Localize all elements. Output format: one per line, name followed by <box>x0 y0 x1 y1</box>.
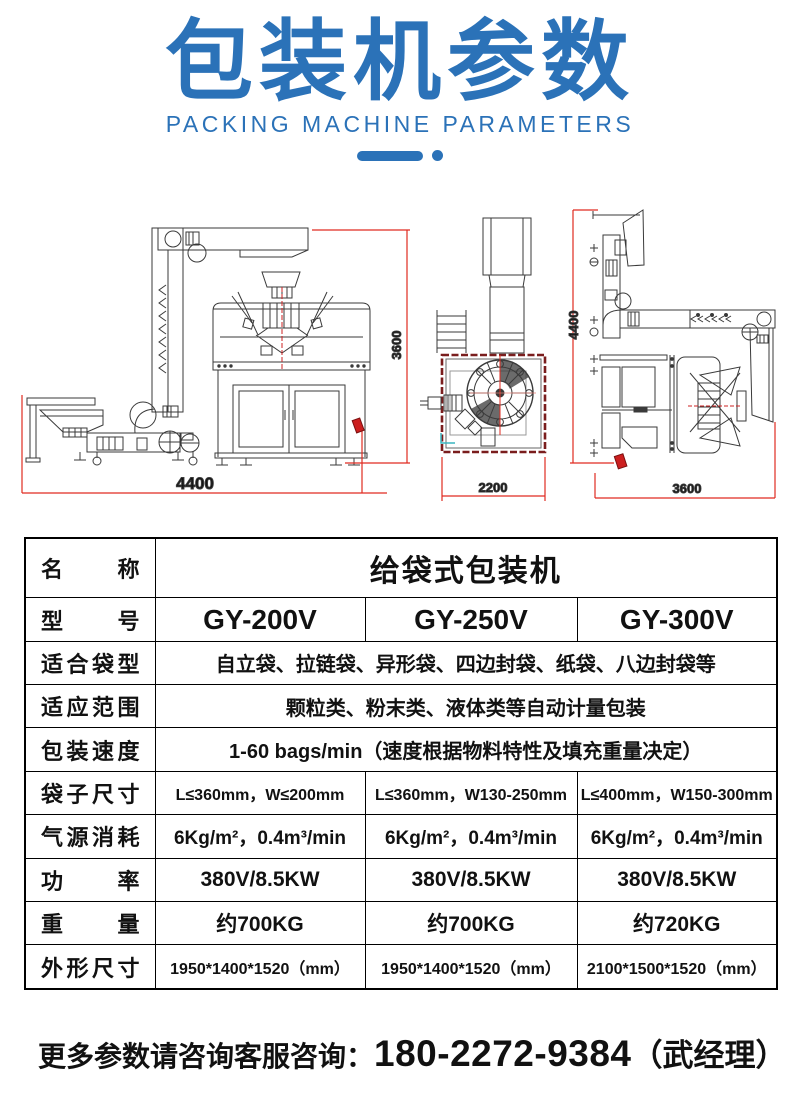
row-label: 适合袋型 <box>41 651 140 677</box>
row-label: 包装速度 <box>41 738 140 764</box>
air-3: 6Kg/m²，0.4m³/min <box>576 814 778 859</box>
table-row-weight: 重量 约700KG 约700KG 约720KG <box>24 901 778 946</box>
front-view-drawing <box>25 227 371 466</box>
front-view-dimension-lines <box>21 229 410 494</box>
table-row-air: 气源消耗 6Kg/m²，0.4m³/min 6Kg/m²，0.4m³/min 6… <box>24 814 778 859</box>
dim-1: 1950*1400*1520（mm） <box>154 944 366 990</box>
header: 包装机参数 PACKING MACHINE PARAMETERS <box>0 12 800 162</box>
speed-value: 1-60 bags/min（速度根据物料特性及填充重量决定） <box>154 727 778 772</box>
page-subtitle: PACKING MACHINE PARAMETERS <box>165 111 635 138</box>
technical-drawings: 4400 3600 <box>0 195 800 535</box>
row-label: 气源消耗 <box>41 825 140 851</box>
air-2: 6Kg/m²，0.4m³/min <box>364 814 578 859</box>
table-row-name: 名称 给袋式包装机 <box>24 537 778 599</box>
table-row-model: 型号 GY-200V GY-250V GY-300V <box>24 597 778 642</box>
dash-icon <box>357 150 423 161</box>
dim-3: 2100*1500*1520（mm） <box>576 944 778 990</box>
red-foot-mark <box>613 453 628 470</box>
table-row-bag-size: 袋子尺寸 L≤360mm，W≤200mm L≤360mm，W130-250mm … <box>24 770 778 816</box>
row-label: 外形尺寸 <box>41 955 140 981</box>
power-3: 380V/8.5KW <box>576 857 778 903</box>
side-view-dimension-lines <box>570 209 776 499</box>
table-row-power: 功率 380V/8.5KW 380V/8.5KW 380V/8.5KW <box>24 857 778 903</box>
model-gy200v: GY-200V <box>154 597 366 642</box>
machine-name-value: 给袋式包装机 <box>154 537 778 599</box>
weight-2: 约700KG <box>364 901 578 946</box>
model-gy250v: GY-250V <box>364 597 578 642</box>
table-row-speed: 包装速度 1-60 bags/min（速度根据物料特性及填充重量决定） <box>24 727 778 772</box>
row-label: 功率 <box>41 868 140 894</box>
power-1: 380V/8.5KW <box>154 857 366 903</box>
row-label: 重量 <box>41 912 140 938</box>
spec-table: 名称 给袋式包装机 型号 GY-200V GY-250V GY-300V 适合袋… <box>24 537 778 990</box>
title-underline-decoration <box>0 150 800 162</box>
red-handle-mark <box>351 417 365 434</box>
top-view-width-dim: 2200 <box>479 480 508 495</box>
row-label: 名称 <box>41 557 140 583</box>
air-1: 6Kg/m²，0.4m³/min <box>154 814 366 859</box>
bag-size-2: L≤360mm，W130-250mm <box>364 770 578 816</box>
dot-icon <box>432 150 443 162</box>
bag-types-value: 自立袋、拉链袋、异形袋、四边封袋、纸袋、八边封袋等 <box>154 640 778 686</box>
table-row-application: 适应范围 颗粒类、粉末类、液体类等自动计量包装 <box>24 684 778 729</box>
table-row-dimensions: 外形尺寸 1950*1400*1520（mm） 1950*1400*1520（m… <box>24 944 778 990</box>
power-2: 380V/8.5KW <box>364 857 578 903</box>
weight-1: 约700KG <box>154 901 366 946</box>
bag-size-3: L≤400mm，W150-300mm <box>576 770 778 816</box>
dim-2: 1950*1400*1520（mm） <box>364 944 578 990</box>
contact-footer: 更多参数请咨询客服咨询： 180-2272-9384 （武经理） <box>0 1030 800 1075</box>
front-view-height-dim: 3600 <box>389 331 404 360</box>
weight-3: 约720KG <box>576 901 778 946</box>
top-view-drawing <box>420 217 547 454</box>
model-gy300v: GY-300V <box>576 597 778 642</box>
row-label: 适应范围 <box>41 695 140 721</box>
machine-drawings-svg: 4400 3600 <box>21 209 776 501</box>
application-value: 颗粒类、粉末类、液体类等自动计量包装 <box>154 684 778 729</box>
contact-phone-number: 180-2272-9384 <box>374 1033 632 1074</box>
row-label: 袋子尺寸 <box>41 782 140 808</box>
side-view-height-dim: 4400 <box>566 311 581 340</box>
row-label: 型号 <box>41 608 140 634</box>
table-row-bag-types: 适合袋型 自立袋、拉链袋、异形袋、四边封袋、纸袋、八边封袋等 <box>24 640 778 686</box>
contact-prefix: 更多参数请咨询客服咨询： <box>38 1041 375 1072</box>
front-view-width-dim: 4400 <box>176 474 214 493</box>
bag-size-1: L≤360mm，W≤200mm <box>154 770 366 816</box>
side-view-drawing <box>589 209 776 457</box>
top-view-dimension-lines <box>441 457 546 501</box>
side-view-width-dim: 3600 <box>673 481 702 496</box>
contact-manager: （武经理） <box>631 1038 787 1073</box>
page-title: 包装机参数 <box>164 12 635 111</box>
